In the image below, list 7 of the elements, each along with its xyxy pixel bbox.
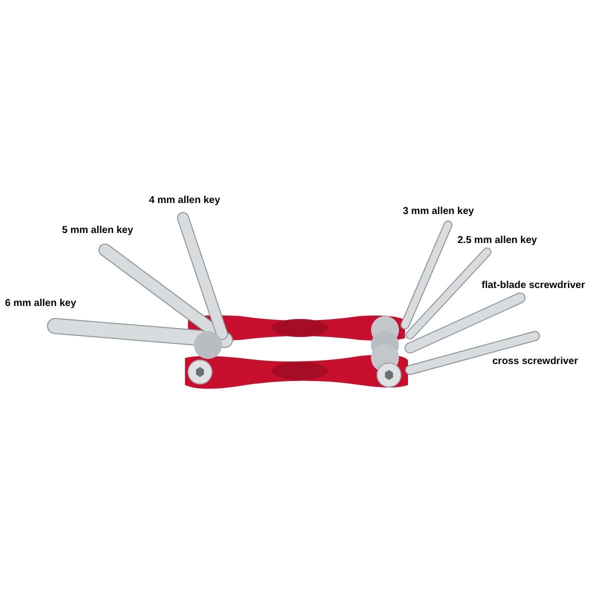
part-label: cross screwdriver <box>492 355 578 369</box>
part-label: 5 mm allen key <box>62 224 134 238</box>
part-label: 2.5 mm allen key <box>458 234 537 248</box>
part-label: 3 mm allen key <box>402 205 474 219</box>
part-label: 6 mm allen key <box>5 297 76 311</box>
part-label: 4 mm allen key <box>149 194 220 208</box>
part-label: flat-blade screwdriver <box>482 279 585 293</box>
